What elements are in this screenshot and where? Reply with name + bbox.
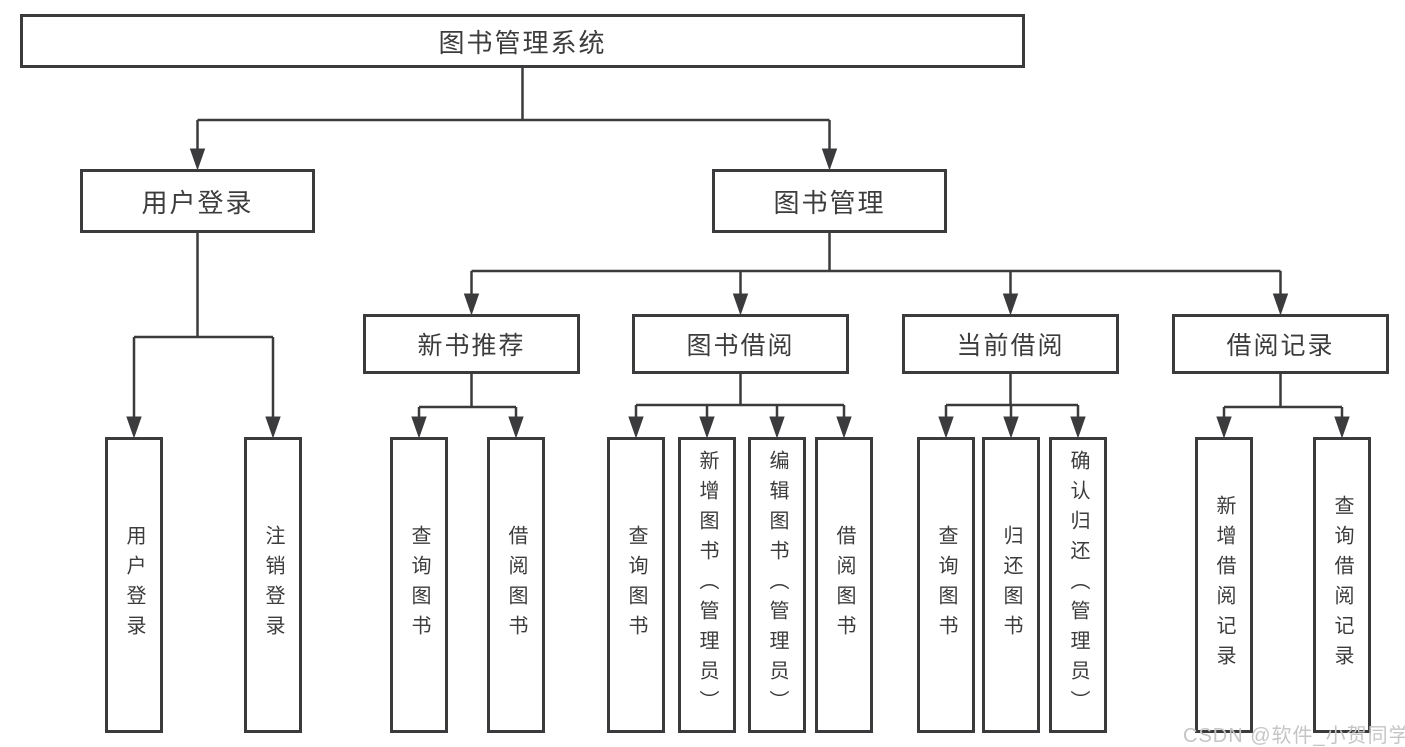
leaf-user-login: 用户登录	[105, 437, 163, 733]
leaf-br-query-record-label: 查询借阅记录	[1331, 495, 1353, 675]
leaf-cb-query-books-label: 查询图书	[935, 525, 957, 645]
leaf-br-query-record: 查询借阅记录	[1313, 437, 1371, 733]
node-root-label: 图书管理系统	[438, 27, 607, 58]
leaf-cb-return-books-label: 归还图书	[1000, 525, 1022, 645]
leaf-cb-query-books: 查询图书	[917, 437, 975, 733]
node-current-borrow-label: 当前借阅	[956, 332, 1065, 360]
leaf-br-add-record-label: 新增借阅记录	[1213, 495, 1235, 675]
node-current-borrow: 当前借阅	[902, 314, 1119, 374]
node-book-borrow-label: 图书借阅	[686, 332, 795, 360]
node-borrow-records-label: 借阅记录	[1226, 332, 1335, 360]
node-new-book-recommend-label: 新书推荐	[417, 332, 526, 360]
leaf-nbr-query-books: 查询图书	[390, 437, 448, 733]
leaf-bb-query-books-label: 查询图书	[625, 525, 647, 645]
leaf-bb-add-books-admin: 新增图书（管理员）	[678, 437, 736, 733]
node-book-borrow: 图书借阅	[632, 314, 849, 374]
node-root: 图书管理系统	[20, 14, 1025, 68]
leaf-cb-confirm-return-admin-label: 确认归还（管理员）	[1067, 450, 1089, 720]
node-book-management: 图书管理	[712, 169, 947, 233]
leaf-nbr-borrow-books-label: 借阅图书	[505, 525, 527, 645]
leaf-bb-edit-books-admin-label: 编辑图书（管理员）	[766, 450, 788, 720]
leaf-br-add-record: 新增借阅记录	[1195, 437, 1253, 733]
node-book-management-label: 图书管理	[773, 187, 886, 218]
leaf-bb-edit-books-admin: 编辑图书（管理员）	[748, 437, 806, 733]
arrowheads	[126, 148, 1350, 439]
leaf-cb-return-books: 归还图书	[982, 437, 1040, 733]
leaf-cb-confirm-return-admin: 确认归还（管理员）	[1049, 437, 1107, 733]
leaf-nbr-borrow-books: 借阅图书	[487, 437, 545, 733]
leaf-nbr-query-books-label: 查询图书	[408, 525, 430, 645]
watermark: CSDN @软件_小贺同学	[1183, 725, 1405, 747]
leaf-bb-add-books-admin-label: 新增图书（管理员）	[696, 450, 718, 720]
leaf-bb-borrow-books: 借阅图书	[815, 437, 873, 733]
leaf-user-login-label: 用户登录	[123, 525, 145, 645]
node-user-login-label: 用户登录	[141, 187, 254, 218]
leaf-logout: 注销登录	[244, 437, 302, 733]
leaf-bb-query-books: 查询图书	[607, 437, 665, 733]
node-new-book-recommend: 新书推荐	[363, 314, 580, 374]
leaf-logout-label: 注销登录	[262, 525, 284, 645]
node-user-login: 用户登录	[80, 169, 315, 233]
node-borrow-records: 借阅记录	[1172, 314, 1389, 374]
leaf-bb-borrow-books-label: 借阅图书	[833, 525, 855, 645]
